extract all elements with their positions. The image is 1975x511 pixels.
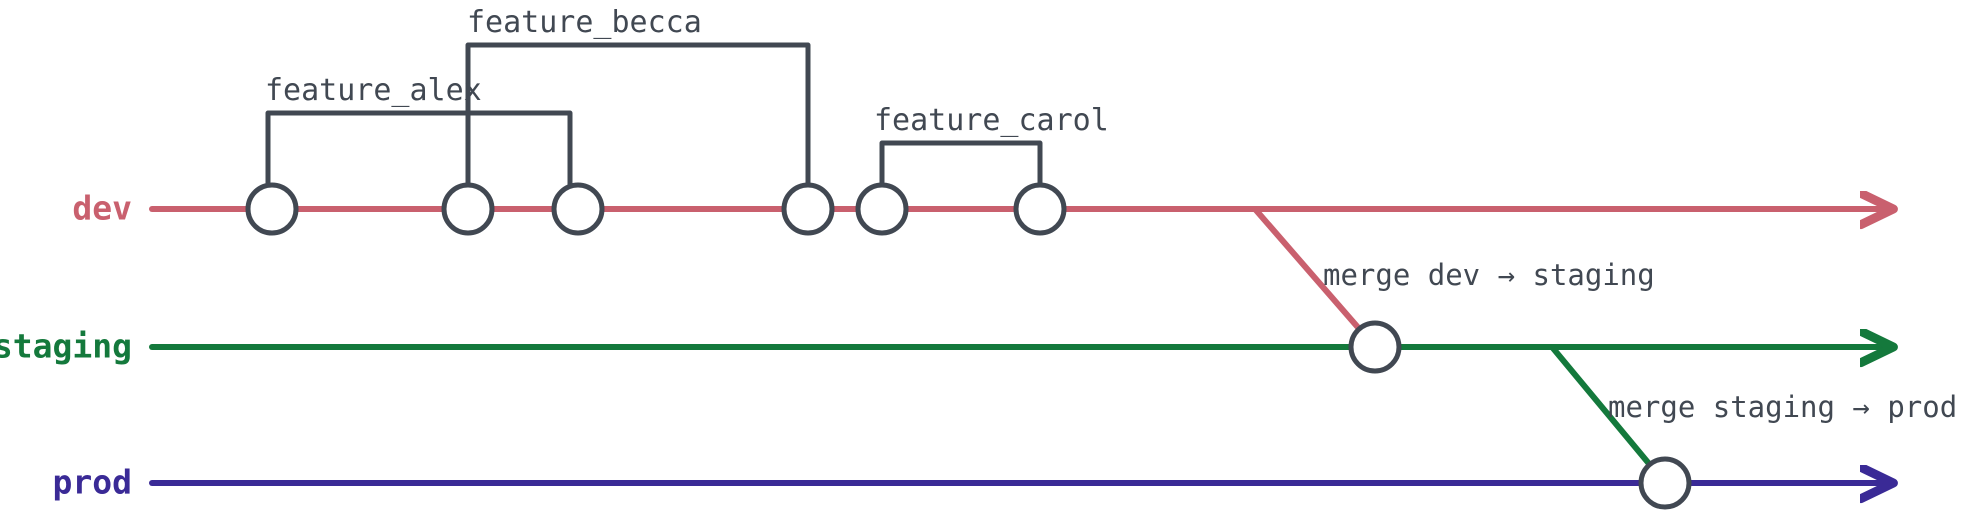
feature-brackets-group [265,42,1043,212]
bracket-feature-becca[interactable] [465,42,811,212]
branch-label-prod: prod [53,463,132,502]
branch-label-dev: dev [72,189,132,228]
branch-label-staging: staging [0,327,132,366]
feature-label-becca: feature_becca [467,5,702,40]
commit-node-prod-merge[interactable] [1638,456,1692,510]
feature-label-alex: feature_alex [265,73,482,108]
merge-label-dev-staging: merge dev → staging [1323,258,1655,292]
bracket-feature-alex[interactable] [265,110,573,212]
commit-node-dev-5[interactable] [855,182,909,236]
merge-label-staging-prod: merge staging → prod [1608,390,1957,424]
commit-node-staging-merge[interactable] [1348,320,1402,374]
merge-line-dev-staging[interactable] [1252,206,1378,350]
feature-labels-group: feature_alex feature_becca feature_carol [265,5,1109,138]
merge-line-staging-prod[interactable] [1549,344,1668,486]
merge-labels-group: merge dev → staging merge staging → prod [1323,258,1957,424]
commit-node-dev-2[interactable] [441,182,495,236]
feature-label-carol: feature_carol [874,103,1109,138]
branch-labels-group: dev staging prod [0,189,132,502]
bracket-feature-carol[interactable] [879,140,1043,212]
commit-node-dev-3[interactable] [551,182,605,236]
merge-lines-group [1252,206,1668,486]
commit-node-dev-4[interactable] [781,182,835,236]
commit-node-dev-6[interactable] [1013,182,1067,236]
commit-node-dev-1[interactable] [245,182,299,236]
branch-lines-group [149,209,1885,483]
commit-nodes-group [245,182,1692,510]
